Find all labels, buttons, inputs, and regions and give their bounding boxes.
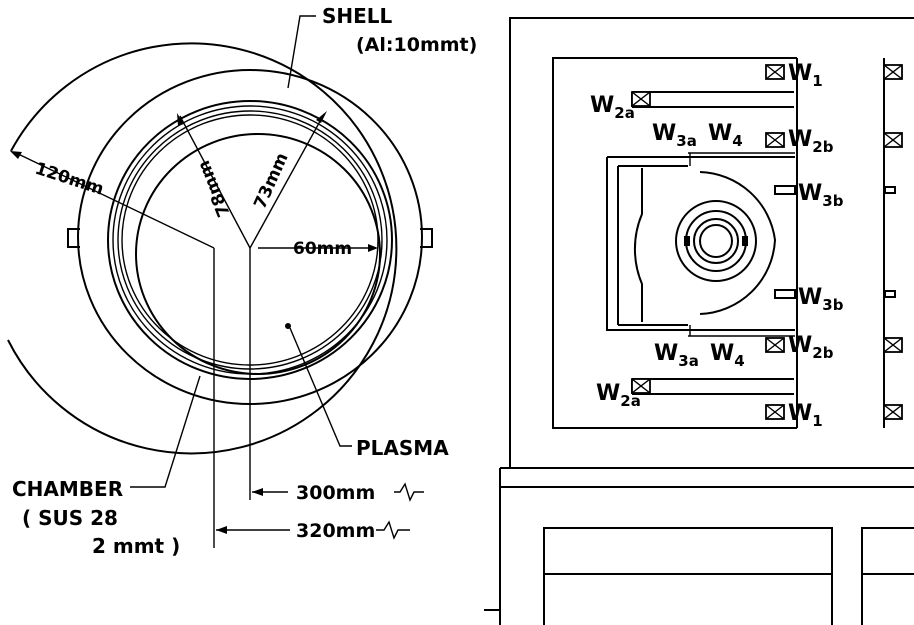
left-cross-section: SHELL (Al:10mmt) 120mm 78mm 73mm 60mm PL… [7,4,477,558]
label-w3a-top: W3a [652,121,697,150]
flange-arc [699,171,777,315]
coil-w1-top-right [883,64,903,80]
dim-73-line [249,113,325,249]
base-box-left [543,527,833,625]
coil-w2b-top-right [883,132,903,148]
dim-120-line [13,151,215,249]
chamber-label: CHAMBER [12,477,123,501]
label-w2b-bottom: W2b [788,333,834,362]
label-w3b-bottom: W3b [798,285,844,314]
rod-w2a-bottom [632,378,794,395]
outer-frame [509,17,914,469]
vessel-inner [688,152,795,337]
break-300 [394,482,424,502]
w3b-top-tab-right [884,186,896,194]
rod-w2a-top [632,91,794,108]
port-outer [675,200,757,282]
break-320 [376,520,410,540]
label-w2a-top: W2a [590,93,635,122]
port-inner [693,218,739,264]
w3b-top-tab [774,185,796,195]
plasma-boundary [135,133,381,375]
label-w4-bottom: W4 [710,341,745,370]
right-side-view: W1 W2a W3a W4 W2b W3b W3b W3a W4 W2b W2a… [484,17,914,625]
chamber-leader [130,375,201,488]
label-w4-top: W4 [708,121,743,150]
shell-label: SHELL [322,4,393,28]
label-w3a-bottom: W3a [654,341,699,370]
coil-w1-top [765,64,785,80]
base-box-right [861,527,914,625]
coil-w2a-bottom [631,378,651,394]
arrow-300 [252,488,263,496]
dim-300-label: 300mm [296,482,375,504]
base-top [499,467,914,625]
dim-78-label: 78mm [194,157,235,219]
vessel-body [606,156,795,331]
label-w1-top: W1 [788,61,823,90]
port-tab-right [742,236,748,246]
plasma-label: PLASMA [356,436,449,460]
plasma-leader [289,327,352,447]
coil-w1-bottom-right [883,404,903,420]
arrow-78 [177,113,184,126]
label-w3b-top: W3b [798,181,844,210]
inner-frame [552,57,797,429]
shell-flange-left [67,228,80,248]
coil-w2b-top [765,132,785,148]
shell-leader [287,15,316,89]
label-w2a-bottom: W2a [596,381,641,410]
arrow-120 [10,151,22,159]
outer-field-arc [7,42,398,455]
port-tab-left [684,236,690,246]
plasma-center-dot [285,323,291,329]
w3b-bottom-tab-right [884,290,896,298]
arrow-73 [316,111,327,123]
shell-flange-right [420,228,433,248]
port-core [699,224,733,258]
coil-w2b-bottom-right [883,337,903,353]
dim-60-label: 60mm [293,239,352,259]
dim-320-label: 320mm [296,520,375,542]
dim-78-line [179,115,251,249]
coil-w2b-bottom [765,337,785,353]
chamber-spec-2: 2 mmt ) [92,534,180,558]
label-w2b-top: W2b [788,127,834,156]
flange-body [633,168,643,322]
w3b-bottom-tab [774,289,796,299]
arrow-60 [368,244,378,252]
shell-spec: (Al:10mmt) [356,34,477,56]
chamber-spec-1: ( SUS 28 [22,506,118,530]
arrow-320 [216,526,227,534]
coil-w1-bottom [765,404,785,420]
label-w1-bottom: W1 [788,401,823,430]
